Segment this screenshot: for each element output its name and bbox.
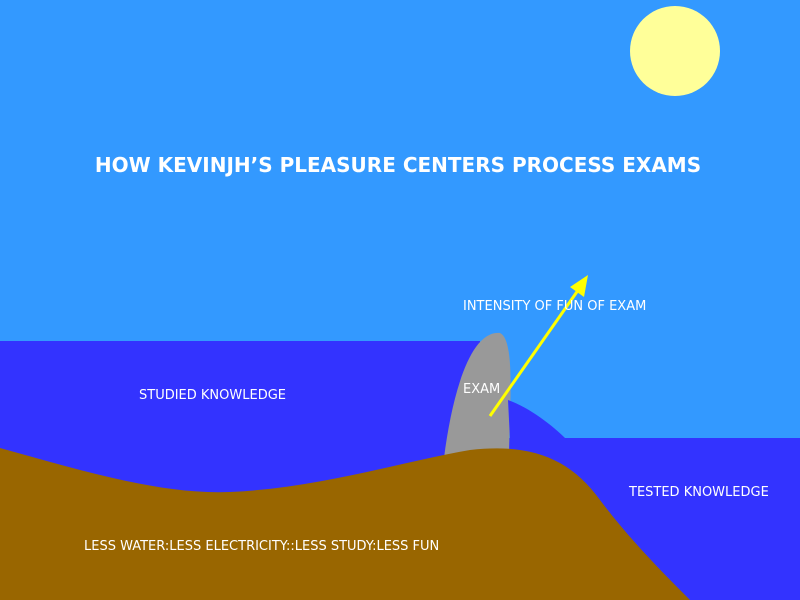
sun — [630, 6, 720, 96]
studied-knowledge-label: STUDIED KNOWLEDGE — [139, 388, 286, 403]
exam-label: EXAM — [463, 382, 501, 397]
water-flow — [508, 400, 567, 440]
intensity-arrow — [488, 285, 583, 417]
diagram-title: HOW KEVINJH’S PLEASURE CENTERS PROCESS E… — [94, 153, 702, 177]
intensity-label: INTENSITY OF FUN OF EXAM — [463, 299, 647, 314]
tested-knowledge-label: TESTED KNOWLEDGE — [629, 485, 769, 500]
analogy-label: LESS WATER:LESS ELECTRICITY::LESS STUDY:… — [84, 539, 440, 554]
dam — [444, 332, 511, 458]
intensity-arrow-head — [570, 275, 588, 297]
ground — [0, 448, 690, 600]
